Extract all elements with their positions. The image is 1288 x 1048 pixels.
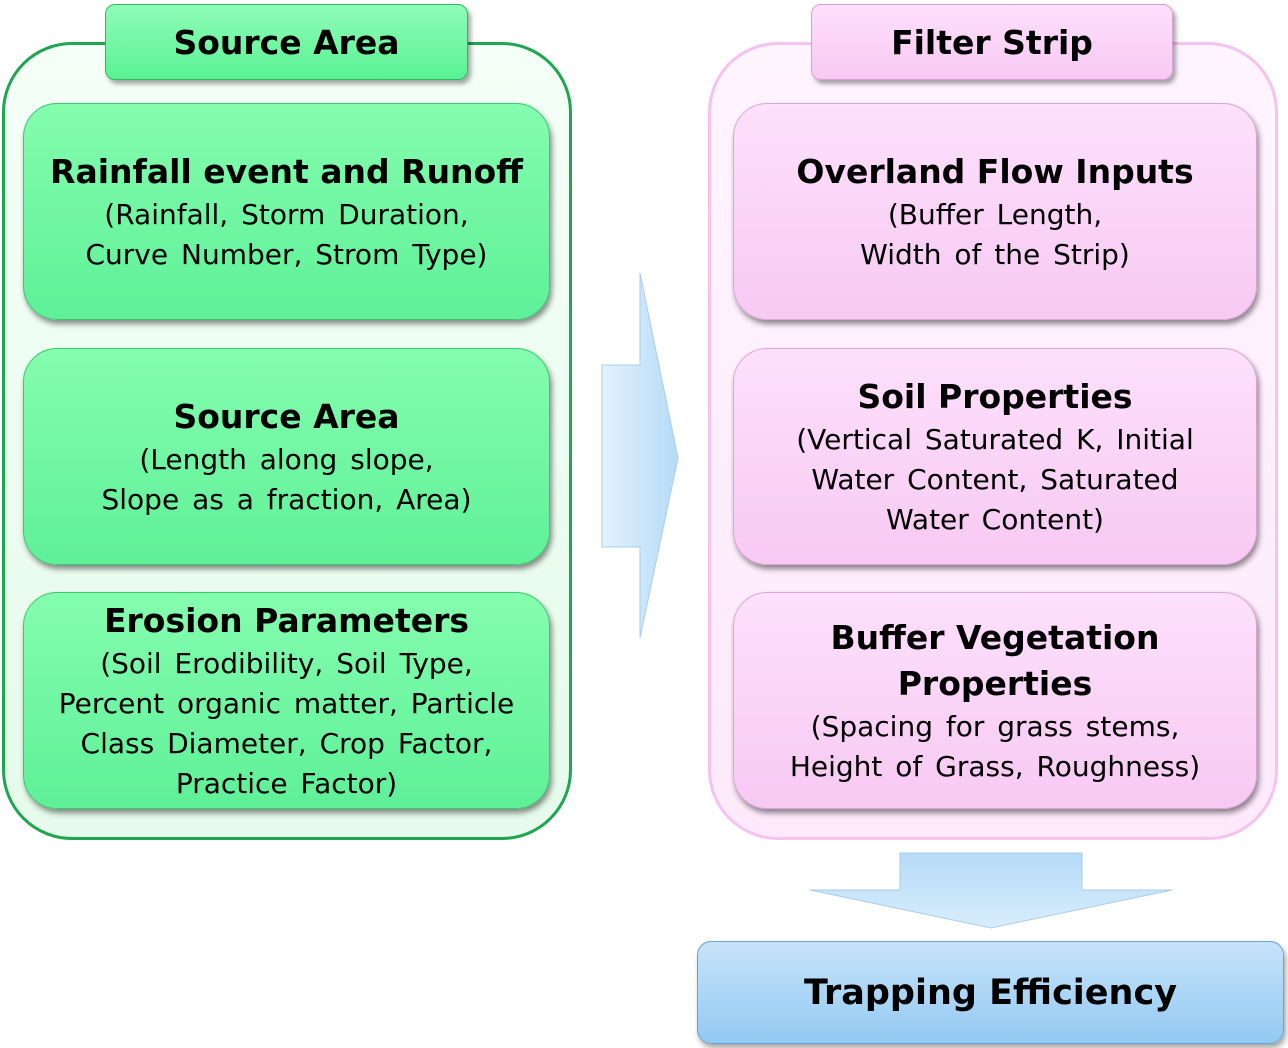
box-heading: Erosion Parameters (103, 600, 470, 640)
right-arrow-icon (601, 272, 679, 639)
trapping-efficiency-box: Trapping Efficiency (697, 941, 1284, 1044)
box-detail-line: Width of the Strip) (860, 237, 1130, 271)
source-area-title: Source Area (105, 4, 468, 80)
overland-flow-inputs-box: Overland Flow Inputs (Buffer Length, Wid… (733, 103, 1257, 320)
box-detail-line: Class Diameter, Crop Factor, (80, 726, 493, 760)
buffer-vegetation-box: Buffer Vegetation Properties (Spacing fo… (733, 592, 1257, 809)
soil-properties-box: Soil Properties (Vertical Saturated K, I… (733, 348, 1257, 565)
box-heading: Source Area (173, 396, 400, 436)
box-detail-line: Practice Factor) (175, 766, 398, 800)
box-detail-line: (Rainfall, Storm Duration, (104, 197, 469, 231)
box-detail-line: Percent organic matter, Particle (58, 686, 515, 720)
box-detail-line: (Vertical Saturated K, Initial (796, 422, 1194, 456)
box-heading: Rainfall event and Runoff (50, 151, 523, 191)
box-detail-line: Water Content) (886, 502, 1104, 536)
filter-strip-title: Filter Strip (811, 4, 1173, 80)
box-detail-line: (Spacing for grass stems, (810, 709, 1180, 743)
box-heading: Soil Properties (857, 376, 1133, 416)
rainfall-runoff-box: Rainfall event and Runoff (Rainfall, Sto… (23, 103, 550, 320)
erosion-parameters-box: Erosion Parameters (Soil Erodibility, So… (23, 592, 550, 809)
box-heading: Overland Flow Inputs (796, 151, 1194, 191)
box-detail-line: Height of Grass, Roughness) (789, 749, 1201, 783)
box-detail-line: (Length along slope, (139, 442, 434, 476)
box-detail-line: (Buffer Length, (887, 197, 1103, 231)
source-area-box: Source Area (Length along slope, Slope a… (23, 348, 550, 565)
down-arrow-icon (809, 852, 1173, 929)
box-detail-line: Curve Number, Strom Type) (85, 237, 488, 271)
box-heading: Properties (897, 663, 1093, 703)
box-detail-line: (Soil Erodibility, Soil Type, (100, 646, 473, 680)
box-detail-line: Water Content, Saturated (811, 462, 1179, 496)
box-detail-line: Slope as a fraction, Area) (101, 482, 472, 516)
box-heading: Buffer Vegetation (830, 617, 1160, 657)
